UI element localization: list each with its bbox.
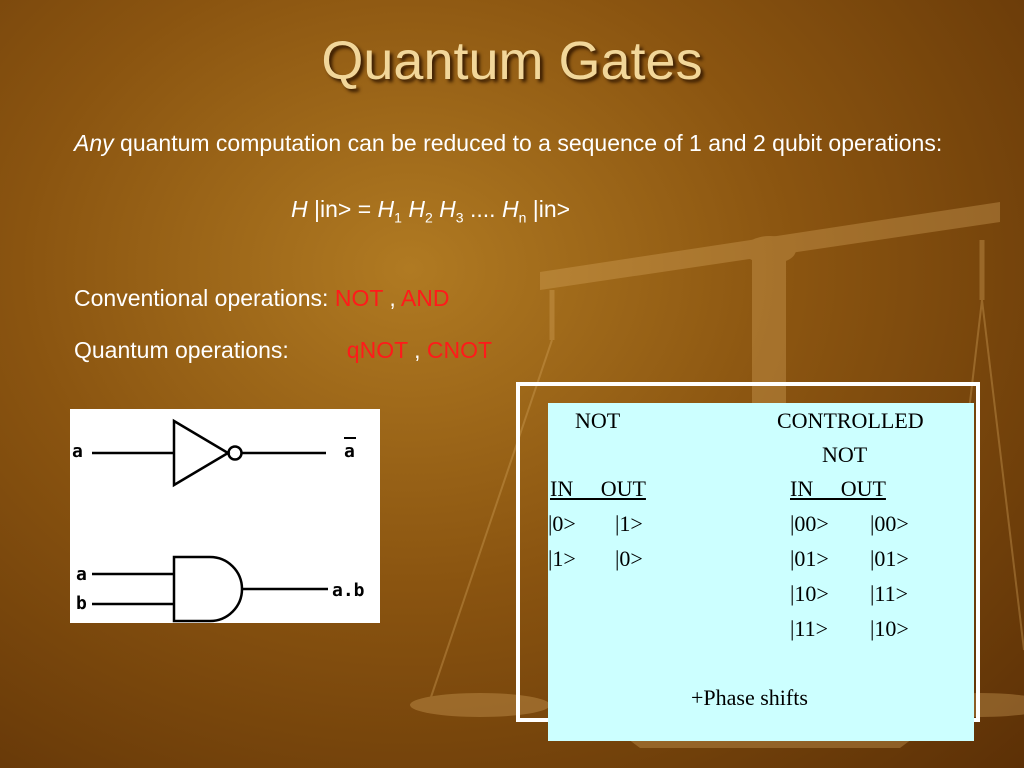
cnot-row-1-out: |00> xyxy=(870,511,909,536)
logic-gates-figure: a a a b a.b xyxy=(70,409,380,623)
quantum-label: Quantum operations: xyxy=(74,337,289,363)
quantum-op-cnot: CNOT xyxy=(426,337,493,363)
not-table-title: NOT xyxy=(575,408,621,433)
intro-paragraph: Any quantum computation can be reduced t… xyxy=(74,127,954,159)
formula-rhs-ket: |in> xyxy=(526,196,571,222)
conventional-op-and: AND xyxy=(400,285,450,311)
intro-emphasis: Any xyxy=(74,130,114,156)
formula-h3: H xyxy=(439,196,456,222)
cnot-row-3-out: |11> xyxy=(870,581,908,606)
and-input-a-label: a xyxy=(76,564,87,585)
conventional-operations: Conventional operations: NOT , AND xyxy=(74,282,449,314)
not-row-2-out: |0> xyxy=(615,546,643,571)
quantum-operations: Quantum operations: qNOT , CNOT xyxy=(74,334,492,366)
cnot-row-4-out: |10> xyxy=(870,616,909,641)
cnot-row-3-in: |10> xyxy=(790,581,829,606)
not-row-2-in: |1> xyxy=(548,546,576,571)
formula-sub2: 2 xyxy=(424,209,433,226)
not-gate-triangle xyxy=(172,418,231,488)
cnot-row-2-out: |01> xyxy=(870,546,909,571)
cnot-row-4-in: |11> xyxy=(790,616,828,641)
and-gate-body xyxy=(172,555,244,623)
formula-subn: n xyxy=(518,209,527,226)
not-row-1-out: |1> xyxy=(615,511,643,536)
truth-table: NOT CONTROLLED NOT IN OUT IN OUT |0> |1>… xyxy=(548,403,974,741)
conventional-sep: , xyxy=(389,285,396,311)
intro-text: quantum computation can be reduced to a … xyxy=(120,130,943,156)
cnot-row-1-in: |00> xyxy=(790,511,829,536)
cnot-table-title-line2: NOT xyxy=(822,442,868,467)
slide-title: Quantum Gates xyxy=(321,31,703,91)
formula-h1: H xyxy=(377,196,395,222)
logic-gates-svg: a a a b a.b xyxy=(72,418,365,623)
not-gate-bubble xyxy=(227,445,243,461)
formula-dots: .... xyxy=(463,196,502,222)
formula-h2: H xyxy=(408,196,425,222)
phase-shifts-note: +Phase shifts xyxy=(691,685,808,710)
not-row-1-in: |0> xyxy=(548,511,576,536)
conventional-label: Conventional operations: xyxy=(74,285,329,311)
quantum-sep: , xyxy=(414,337,421,363)
and-input-b-label: b xyxy=(76,593,87,614)
not-table-header: IN OUT xyxy=(550,476,646,501)
formula-lhs-ket: |in> = xyxy=(307,196,378,222)
cnot-table-title-line1: CONTROLLED xyxy=(777,408,924,433)
hamiltonian-formula: H |in> = H1 H2 H3 .... Hn |in> xyxy=(291,196,570,226)
quantum-op-qnot: qNOT xyxy=(346,337,408,363)
cnot-row-2-in: |01> xyxy=(790,546,829,571)
formula-sub3: 3 xyxy=(455,209,464,226)
formula-hn: H xyxy=(501,196,519,222)
formula-sub1: 1 xyxy=(394,209,402,226)
not-input-label: a xyxy=(72,441,83,462)
formula-h: H xyxy=(291,196,308,222)
cnot-table-header: IN OUT xyxy=(790,476,886,501)
not-output-label: a xyxy=(344,441,355,462)
and-output-label: a.b xyxy=(332,580,365,601)
conventional-op-not: NOT xyxy=(334,285,383,311)
